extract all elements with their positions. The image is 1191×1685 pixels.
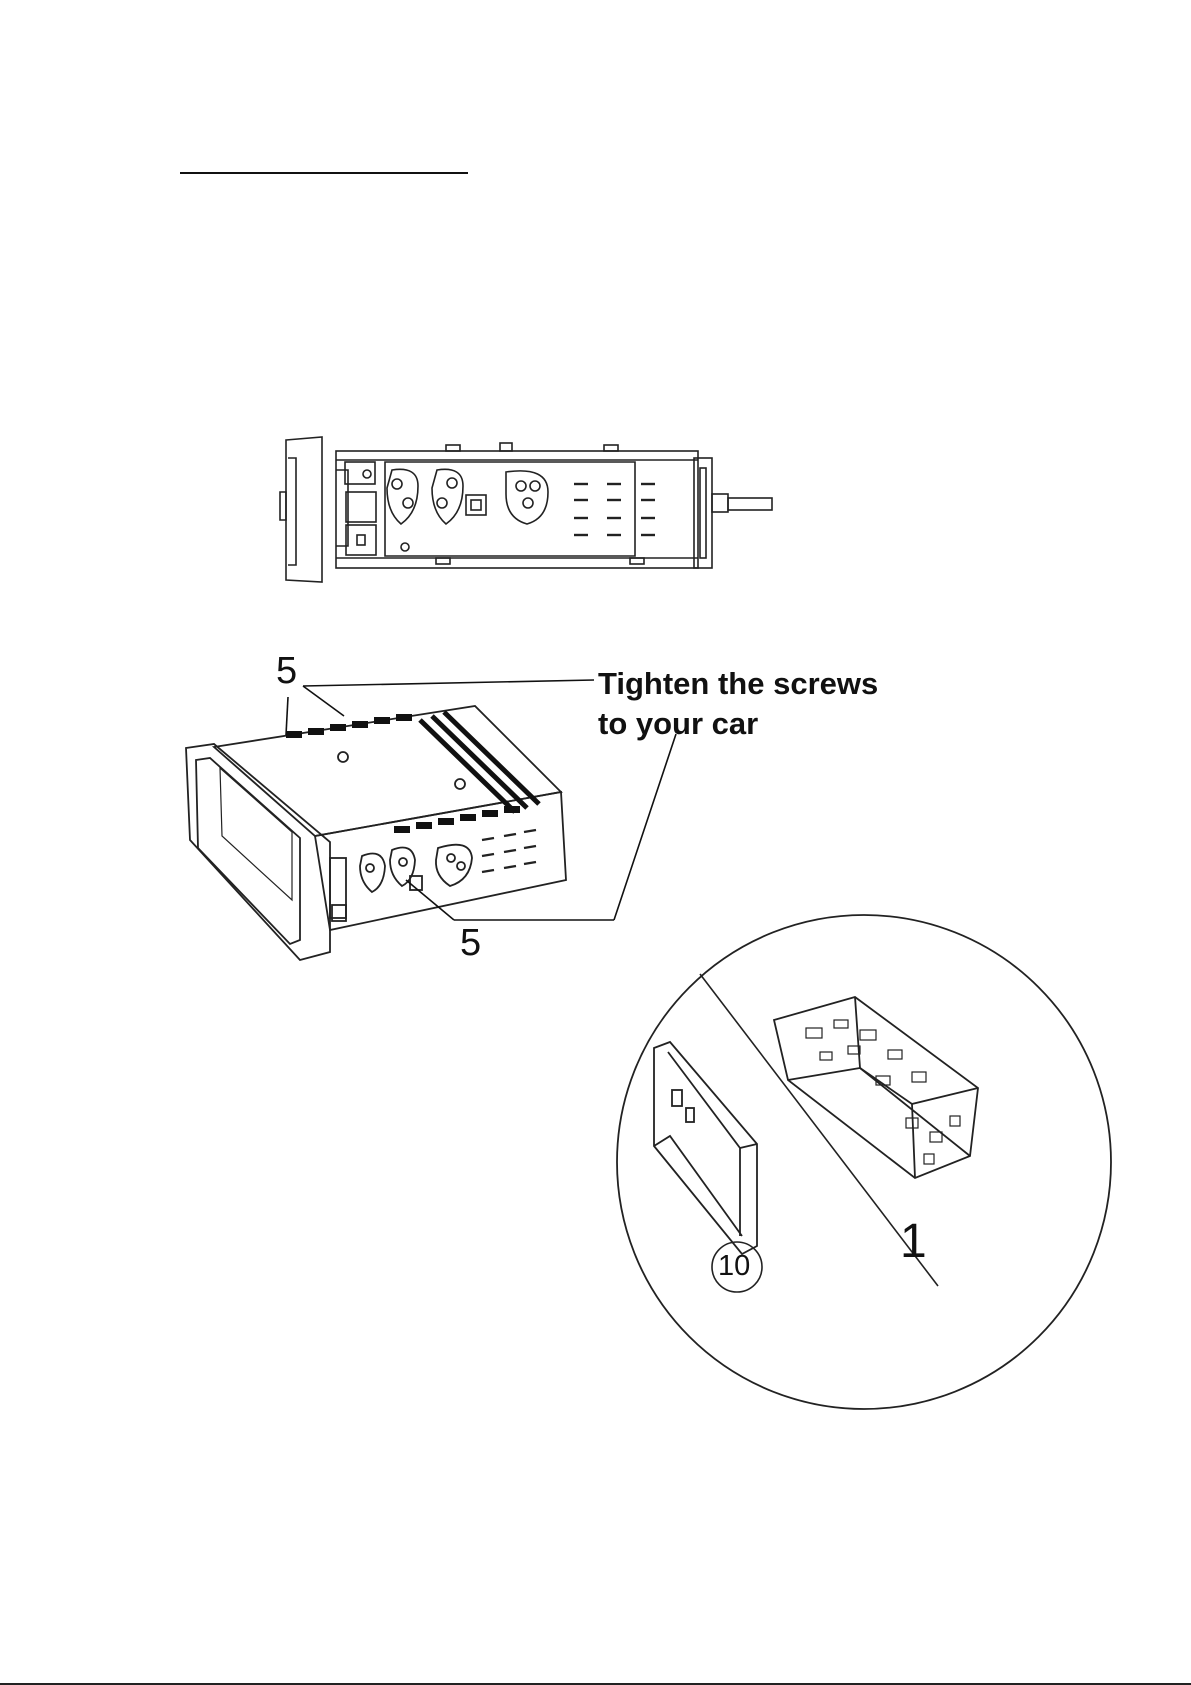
- callout-text: Tighten the screws to your car: [598, 664, 878, 744]
- part-number-sleeve: 1: [900, 1214, 927, 1269]
- screw-number-top: 5: [276, 650, 297, 693]
- callout-line-2: to your car: [598, 704, 878, 744]
- callout-line-1: Tighten the screws: [598, 664, 878, 704]
- part-number-frame: 10: [718, 1250, 750, 1283]
- screw-number-bottom: 5: [460, 922, 481, 965]
